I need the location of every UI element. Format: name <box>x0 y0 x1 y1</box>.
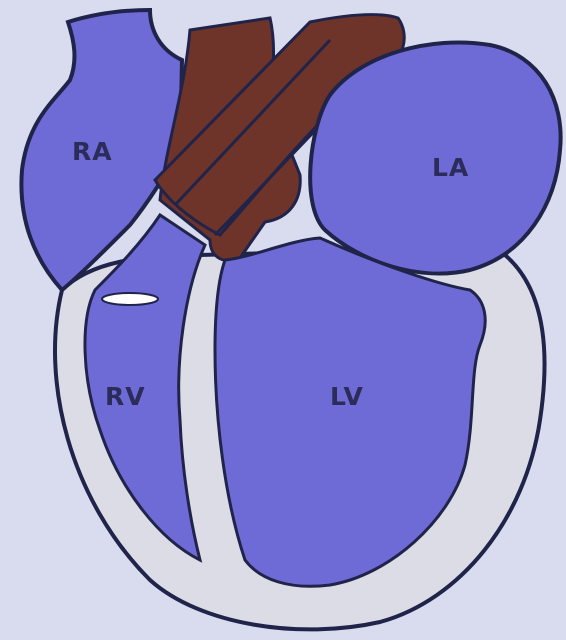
label-lv: LV <box>330 382 364 411</box>
label-rv: RV <box>105 382 146 411</box>
valve-highlight <box>102 293 158 305</box>
label-la: LA <box>432 153 469 182</box>
label-ra: RA <box>72 137 113 166</box>
